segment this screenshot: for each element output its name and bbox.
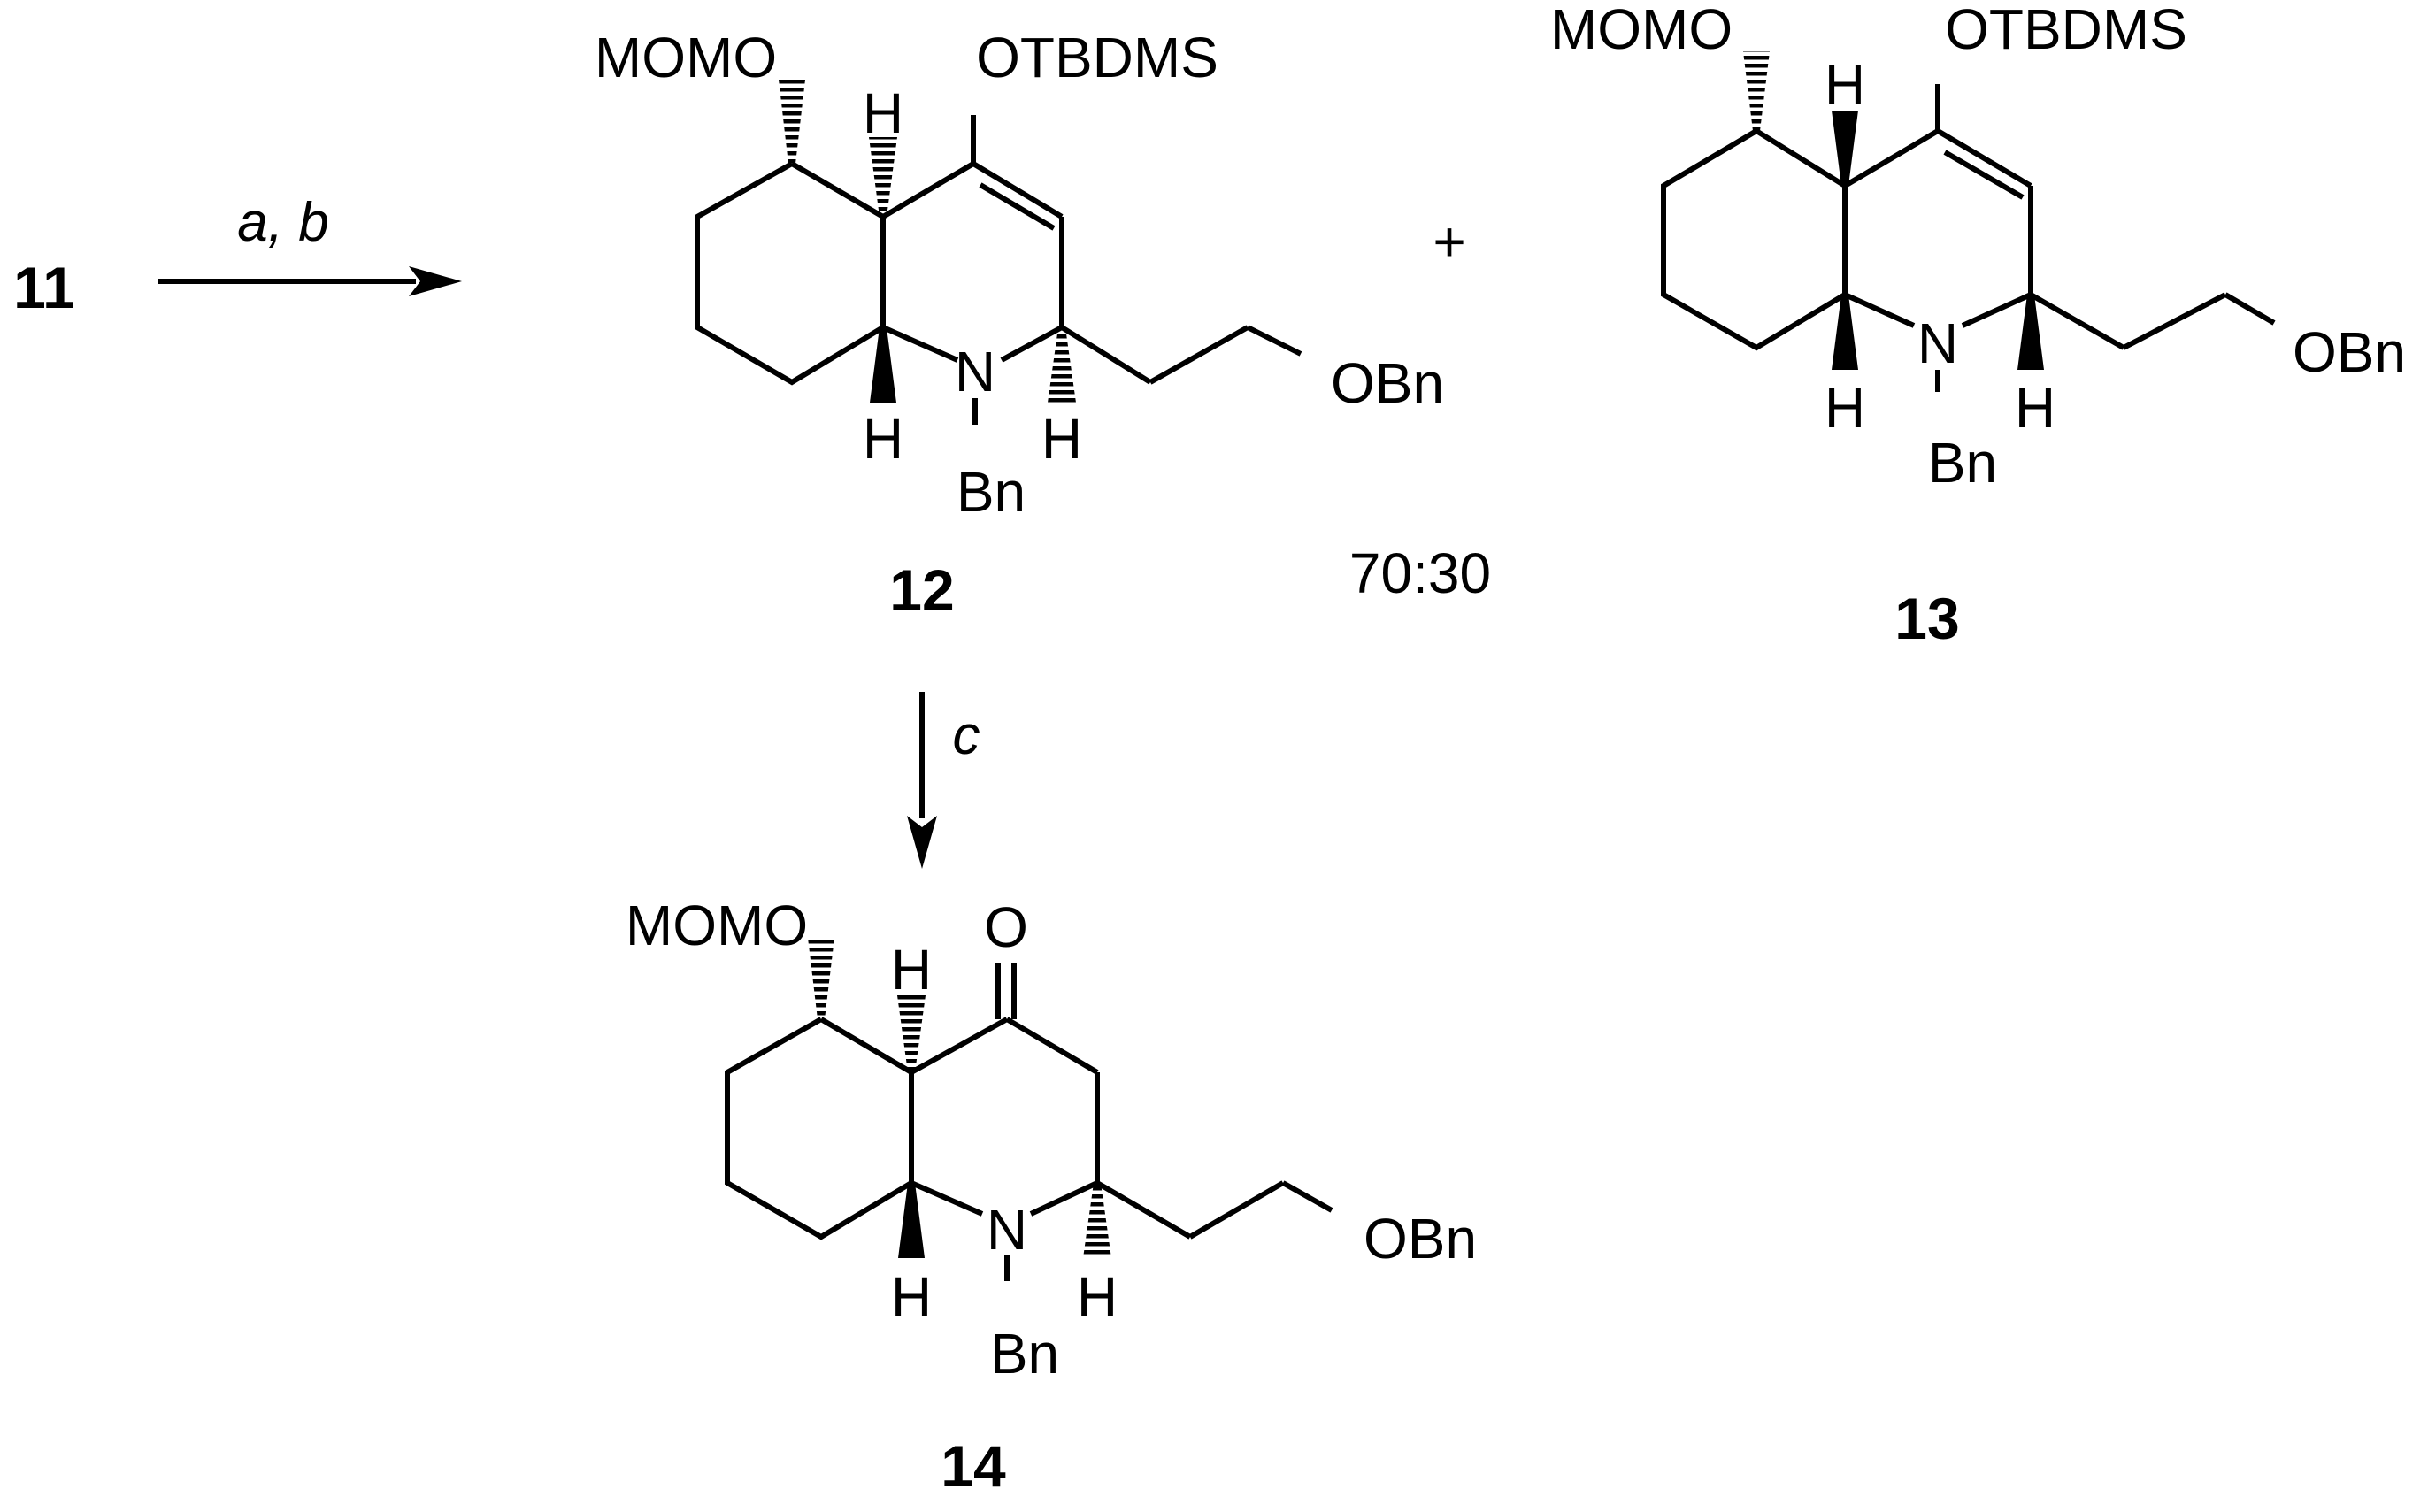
label-otbdms: OTBDMS — [976, 26, 1218, 89]
stereo-bonds — [808, 938, 1111, 1258]
label-h-top: H — [891, 938, 932, 1002]
bonds — [725, 963, 1333, 1281]
label-momo: MOMO — [626, 894, 808, 957]
label-bn: Bn — [990, 1322, 1059, 1385]
wedge-bond-c8a-h — [870, 327, 896, 403]
label-obn: OBn — [1331, 351, 1444, 415]
product-ratio: 70:30 — [1349, 541, 1491, 605]
label-h-top: H — [1825, 53, 1865, 117]
label-h-right: H — [1041, 407, 1082, 471]
compound-13-label: 13 — [1894, 586, 1959, 651]
label-obn: OBn — [1364, 1207, 1477, 1270]
hashed-bond-c4a-h — [897, 995, 926, 1072]
hashed-bond-c5-o — [808, 938, 834, 1019]
reaction-arrow-2 — [907, 692, 937, 869]
hashed-bond-c5-o — [779, 80, 805, 164]
wedge-bond-c8a-h — [1832, 295, 1858, 370]
structure-13: MOMO OTBDMS H N H H Bn OBn — [1550, 0, 2406, 495]
hashed-bond-c5-o — [1743, 51, 1770, 131]
wedge-bond-c2-h — [2017, 295, 2044, 370]
label-otbdms: OTBDMS — [1945, 0, 2187, 61]
label-h-left: H — [891, 1265, 932, 1329]
reaction-arrow-1 — [158, 266, 462, 296]
label-n: N — [987, 1198, 1027, 1262]
compound-12-label: 12 — [889, 557, 954, 623]
label-h-right: H — [1077, 1265, 1118, 1329]
label-h-left: H — [863, 407, 903, 471]
hashed-bond-c4a-h — [869, 137, 897, 217]
label-n: N — [955, 340, 995, 403]
label-momo: MOMO — [595, 26, 777, 89]
label-n: N — [1917, 311, 1958, 375]
label-o: O — [984, 895, 1028, 959]
plus-sign: + — [1433, 210, 1465, 273]
label-h-right: H — [2015, 376, 2055, 440]
bonds — [695, 115, 1302, 425]
label-momo: MOMO — [1550, 0, 1733, 61]
hashed-bond-c2-h — [1083, 1183, 1111, 1258]
wedge-bond-c4a-h — [1832, 111, 1858, 186]
conditions-ab: a, b — [237, 192, 328, 253]
structure-12: MOMO OTBDMS H N H H Bn OBn — [595, 26, 1444, 524]
compound-14-label: 14 — [941, 1433, 1006, 1499]
label-h-left: H — [1825, 376, 1865, 440]
structure-14: MOMO O H N H H Bn OBn — [626, 894, 1477, 1385]
conditions-c: c — [953, 705, 980, 766]
hashed-bond-c2-h — [1048, 327, 1076, 403]
label-bn: Bn — [1928, 431, 1997, 495]
stereo-bonds — [1743, 51, 2044, 370]
wedge-bond-c8a-h — [898, 1183, 925, 1258]
compound-11-label: 11 — [13, 255, 75, 320]
label-bn: Bn — [957, 460, 1026, 524]
label-obn: OBn — [2293, 320, 2406, 384]
stereo-bonds — [779, 80, 1076, 403]
label-h-top: H — [863, 81, 903, 145]
